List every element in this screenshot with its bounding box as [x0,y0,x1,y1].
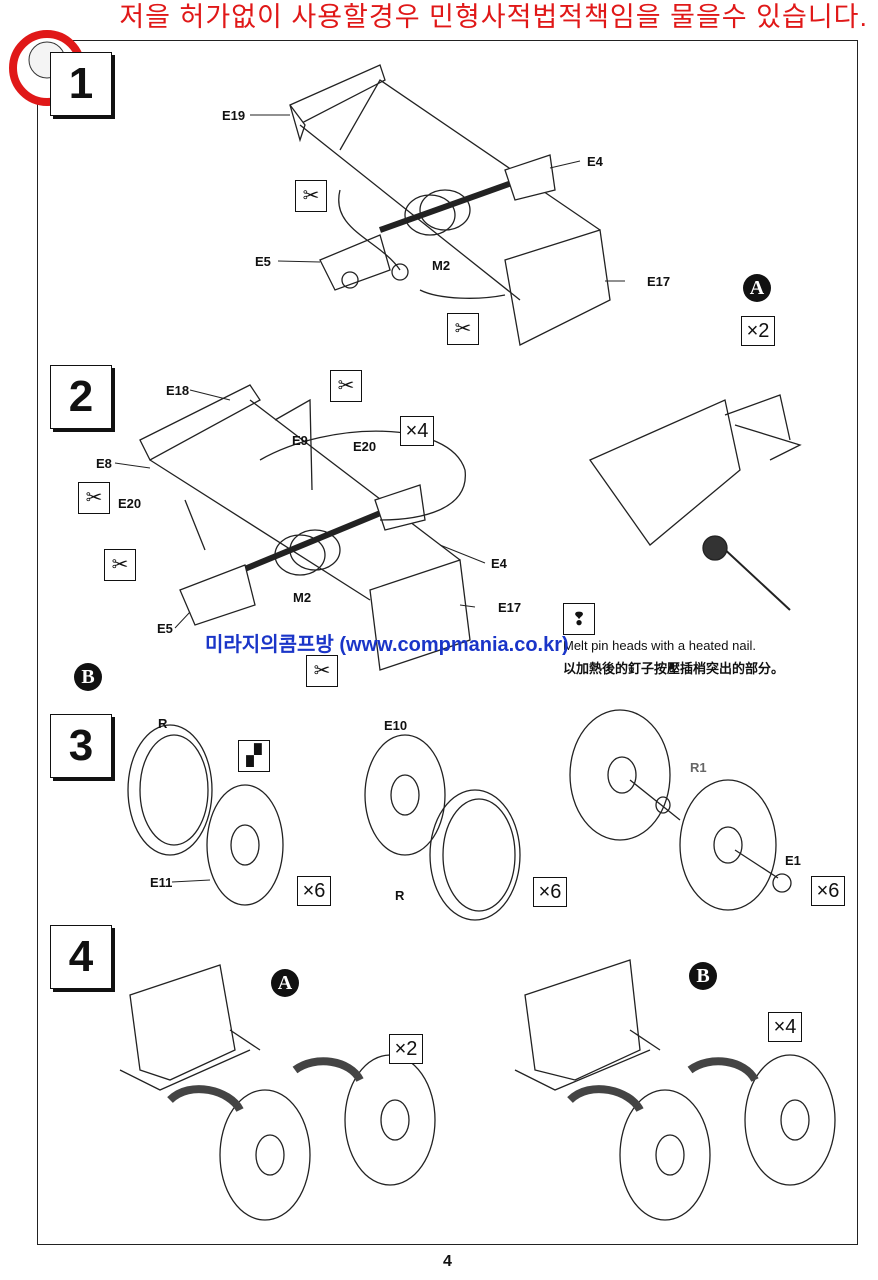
note-chinese: 以加熱後的釘子按壓插梢突出的部分。 [563,661,785,676]
multiplier-badge: ×2 [741,316,775,346]
cutter-icon: ✂ [306,655,338,687]
note-english: Melt pin heads with a heated nail. [563,638,756,653]
part-label: E9 [292,433,308,448]
step2-drawing [139,384,802,671]
multiplier-badge: ×2 [389,1034,423,1064]
subassembly-badge: B [689,962,717,990]
copyright-warning: 저을 허가없이 사용할경우 민형사적법적책임을 물을수 있습니다. [119,2,868,32]
cutter-icon: ✂ [295,180,327,212]
multiplier-badge: ×6 [533,877,567,907]
part-label: E8 [96,456,112,471]
part-label: E4 [491,556,507,571]
page-number: 4 [443,1253,452,1270]
part-label: E11 [150,875,173,890]
step3-drawing [127,709,792,921]
subassembly-badge: A [743,274,771,302]
part-label: E18 [166,383,190,398]
part-label: E5 [157,621,173,636]
part-label: E17 [498,600,522,615]
step-number-3: 3 [50,714,112,778]
part-label: R1 [690,760,707,775]
subassembly-badge: A [271,969,299,997]
subassembly-badge: B [74,663,102,691]
part-label: E19 [222,108,246,123]
step4-drawing [119,959,836,1221]
glue-icon: ▞ [238,740,270,772]
page-frame [37,40,858,1245]
multiplier-badge: ×4 [768,1012,802,1042]
cutter-icon: ✂ [78,482,110,514]
cutter-icon: ✂ [330,370,362,402]
part-label: M2 [293,590,312,605]
part-label: R [395,888,405,903]
cutter-icon: ✂ [447,313,479,345]
step-number-1: 1 [50,52,112,116]
part-label: E5 [255,254,271,269]
cutter-icon: ✂ [104,549,136,581]
heated-nail-icon: ❢ [563,603,595,635]
watermark: 미라지의콤프방 (www.compmania.co.kr) [205,634,569,656]
part-label: R [158,716,168,731]
part-label: E20 [118,496,142,511]
part-label: E1 [785,853,801,868]
step1-drawing [289,64,611,346]
multiplier-badge: ×6 [811,876,845,906]
part-label: E20 [353,439,377,454]
step-number-4: 4 [50,925,112,989]
part-label: E17 [647,274,671,289]
part-label: M2 [432,258,451,273]
part-label: E10 [384,718,408,733]
part-label: E4 [587,154,603,169]
multiplier-badge: ×6 [297,876,331,906]
multiplier-badge: ×4 [400,416,434,446]
step-number-2: 2 [50,365,112,429]
